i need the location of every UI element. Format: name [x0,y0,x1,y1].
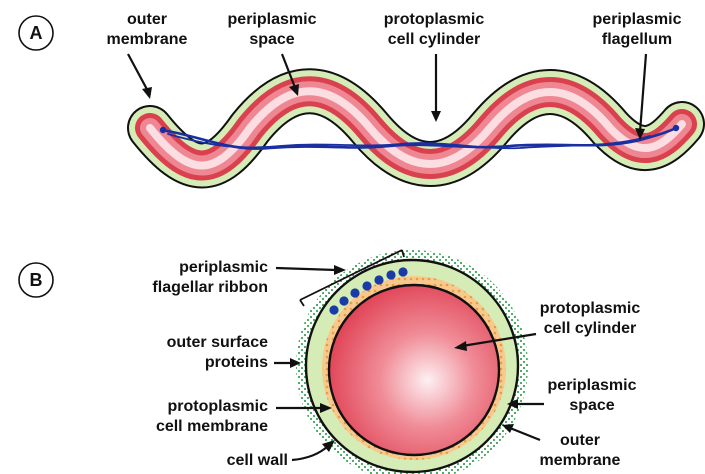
label-b-ribbon-line1: periplasmic [179,259,268,276]
flagellum-dot [398,267,407,276]
flagellum-dot [339,296,348,305]
label-a-cell-cylinder-line1: protoplasmic [384,11,485,28]
label-a-periplasmic-space-line1: periplasmic [228,11,317,28]
protoplasmic-cell-cylinder [329,285,499,455]
flagellum-dot [386,270,395,279]
label-b-ribbon-line2: flagellar ribbon [152,279,268,296]
label-b-osp-line1: outer surface [167,334,268,351]
label-b-periplasmic-space-line2: space [569,397,614,414]
label-b-cell-wall: cell wall [227,452,288,469]
arrow-b-outer-membrane [510,428,540,440]
label-a-flagellum-line2: flagellum [602,31,672,48]
cell-cross-section [296,250,528,474]
spirochete-body [150,91,682,165]
panel-a-letter: A [30,23,43,43]
label-a-periplasmic-space-line2: space [249,31,294,48]
flagellum-dot [350,288,359,297]
label-b-outer-membrane-line1: outer [560,432,600,449]
panel-a: A outer membrane periplasmic space [19,11,682,166]
label-b-osp-line2: proteins [205,354,268,371]
flagellum-insertion-right [673,125,679,131]
label-b-periplasmic-space-line1: periplasmic [548,377,637,394]
flagellum-dot [329,305,338,314]
arrowhead-a-cell-cylinder [431,111,441,122]
flagellum-insertion-left [160,127,166,133]
label-a-outer-membrane-line2: membrane [107,31,188,48]
label-b-cell-membrane-line1: protoplasmic [168,398,269,415]
label-b-cell-cylinder-line1: protoplasmic [540,300,641,317]
flagellum-dot [374,275,383,284]
label-b-cell-cylinder-line2: cell cylinder [544,320,637,337]
arrow-b-cell-wall [292,446,328,460]
arrow-b-ribbon [276,268,336,270]
arrow-a-flagellum [640,54,646,132]
label-a-outer-membrane-line1: outer [127,11,167,28]
panel-b-letter-badge: B [19,263,53,297]
flagellum-dot [362,281,371,290]
arrowhead-a-outer-membrane [142,87,152,99]
panel-a-letter-badge: A [19,16,53,50]
panel-b: B periplasmic fl [19,250,640,474]
panel-b-letter: B [30,270,43,290]
label-a-cell-cylinder-line2: cell cylinder [388,31,481,48]
label-b-outer-membrane-line2: membrane [540,452,621,469]
label-a-flagellum-line1: periplasmic [593,11,682,28]
label-b-cell-membrane-line2: cell membrane [156,418,268,435]
